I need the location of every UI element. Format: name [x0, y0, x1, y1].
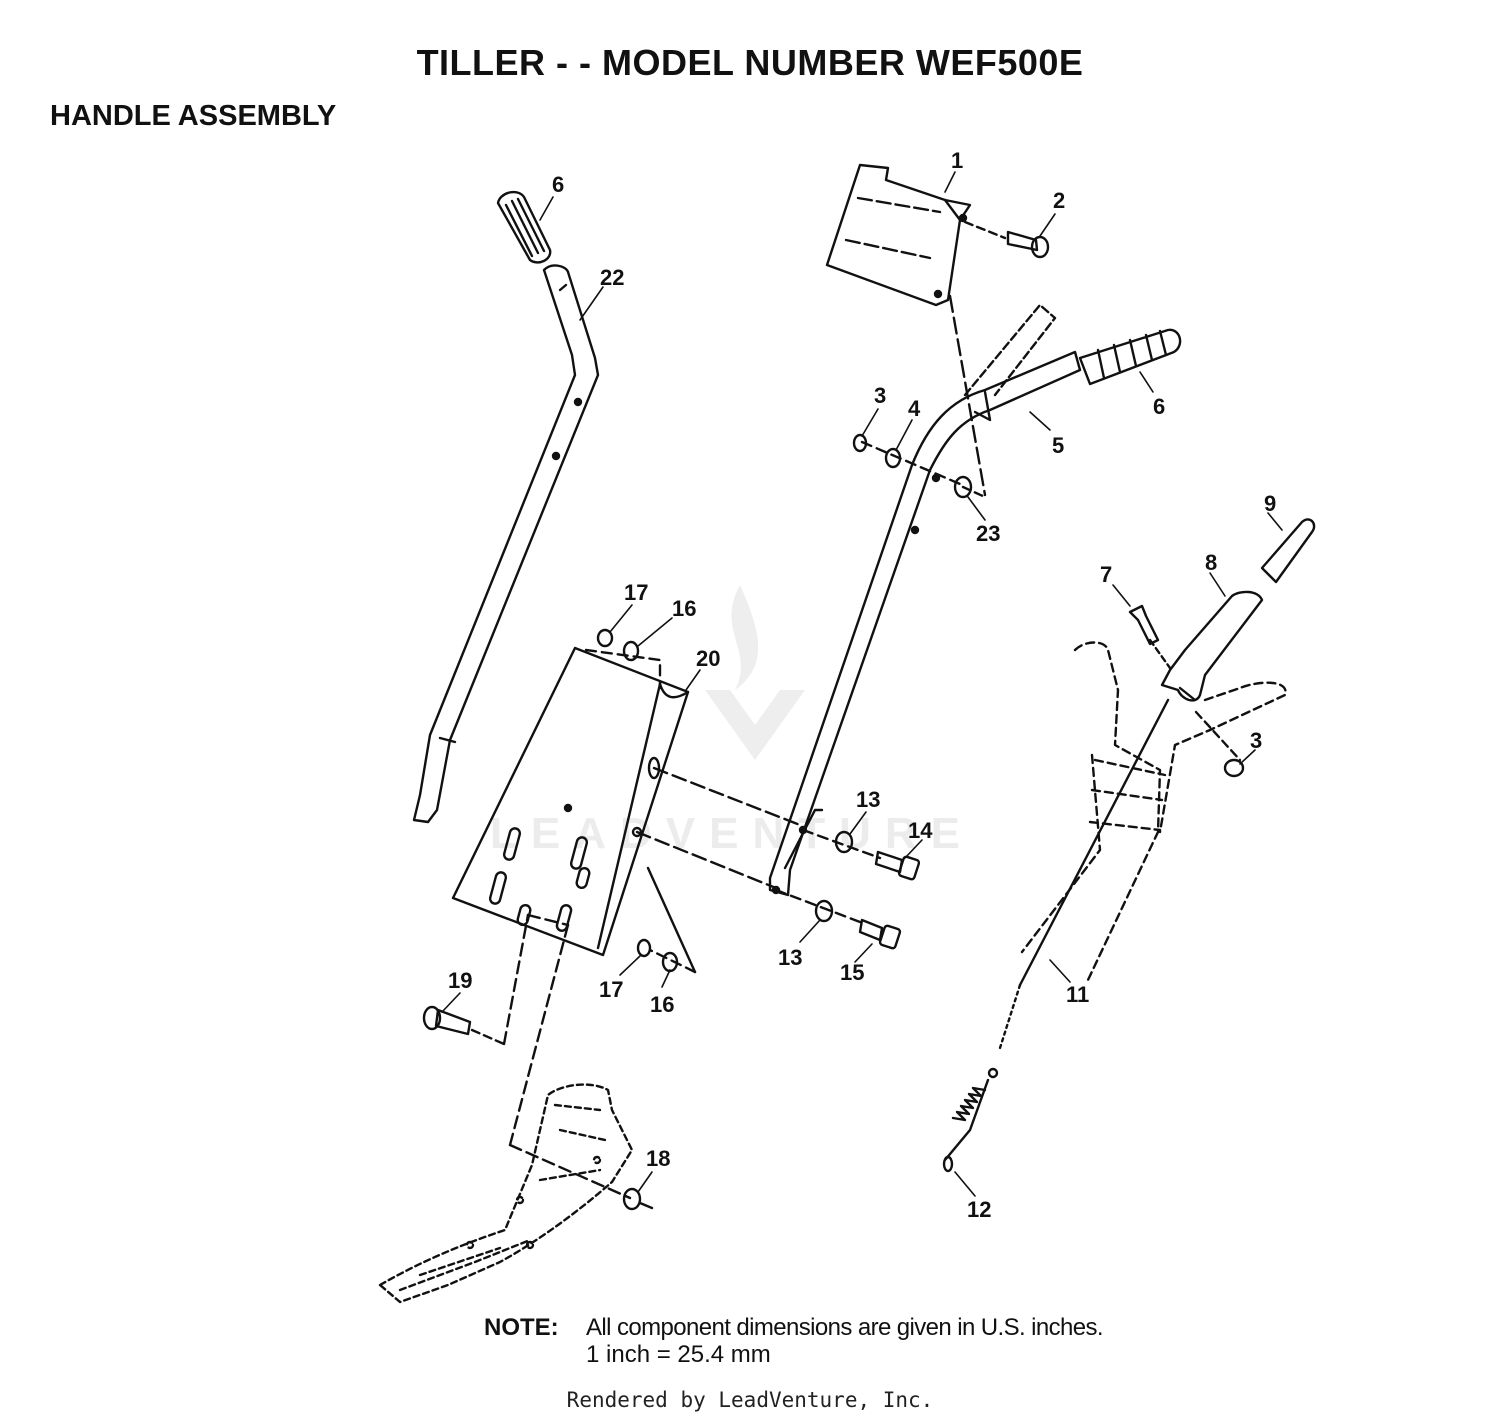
callout-9: 9	[1264, 491, 1276, 516]
bolts-14-15	[774, 828, 921, 950]
right-handle-tube	[768, 303, 1082, 897]
shield-plate	[451, 646, 802, 974]
note-line-1: All component dimensions are given in U.…	[586, 1314, 1104, 1341]
note-label: NOTE:	[484, 1314, 559, 1341]
callout-3-right: 3	[1250, 728, 1262, 753]
callout-17-upper: 17	[624, 580, 648, 605]
watermark: LEADVENTURE	[490, 585, 974, 858]
callout-19: 19	[448, 968, 472, 993]
grip-right	[1078, 328, 1182, 386]
watermark-text: LEADVENTURE	[490, 809, 974, 858]
callout-14: 14	[908, 818, 933, 843]
lever-assembly	[1128, 518, 1316, 702]
leaders	[441, 171, 1283, 1197]
callout-1: 1	[951, 148, 963, 173]
callout-5: 5	[1052, 433, 1064, 458]
callout-3: 3	[874, 383, 886, 408]
callout-16-lower: 16	[650, 992, 674, 1017]
callout-12: 12	[967, 1197, 991, 1222]
callout-20: 20	[696, 646, 720, 671]
washers-lower	[636, 938, 679, 973]
callout-15: 15	[840, 960, 864, 985]
callout-22: 22	[600, 265, 624, 290]
callout-16-upper: 16	[672, 596, 696, 621]
bolt-2	[963, 220, 1050, 259]
callout-6-left: 6	[552, 172, 564, 197]
callout-6-right: 6	[1153, 394, 1165, 419]
nut-3-right	[1194, 710, 1245, 778]
callout-2: 2	[1053, 188, 1065, 213]
grip-left	[496, 190, 552, 264]
callout-13-lower: 13	[778, 945, 802, 970]
callout-13-upper: 13	[856, 787, 880, 812]
callout-7: 7	[1100, 562, 1112, 587]
callout-4: 4	[908, 396, 921, 421]
panel-bracket	[825, 163, 972, 307]
left-handle-tube	[412, 264, 600, 824]
callout-8: 8	[1205, 550, 1217, 575]
callout-labels: 1 2 3 4 5 6 6 22 23 9 8 7 3 17 16 20 13 …	[448, 148, 1276, 1222]
callout-18: 18	[646, 1146, 670, 1171]
note-line-2: 1 inch = 25.4 mm	[586, 1341, 771, 1368]
callout-23: 23	[976, 521, 1000, 546]
callout-17-lower: 17	[599, 977, 623, 1002]
page-title: TILLER - - MODEL NUMBER WEF500E	[416, 42, 1084, 83]
footer-credit: Rendered by LeadVenture, Inc.	[566, 1388, 934, 1412]
washers-upper	[596, 628, 640, 662]
control-cable	[942, 641, 1287, 1173]
hardware-upper	[852, 433, 987, 499]
washer-18	[508, 923, 654, 1211]
callout-11: 11	[1066, 982, 1089, 1007]
section-title: HANDLE ASSEMBLY	[50, 100, 337, 132]
housing-ghost	[378, 1083, 634, 1304]
bolt-19	[422, 913, 570, 1046]
